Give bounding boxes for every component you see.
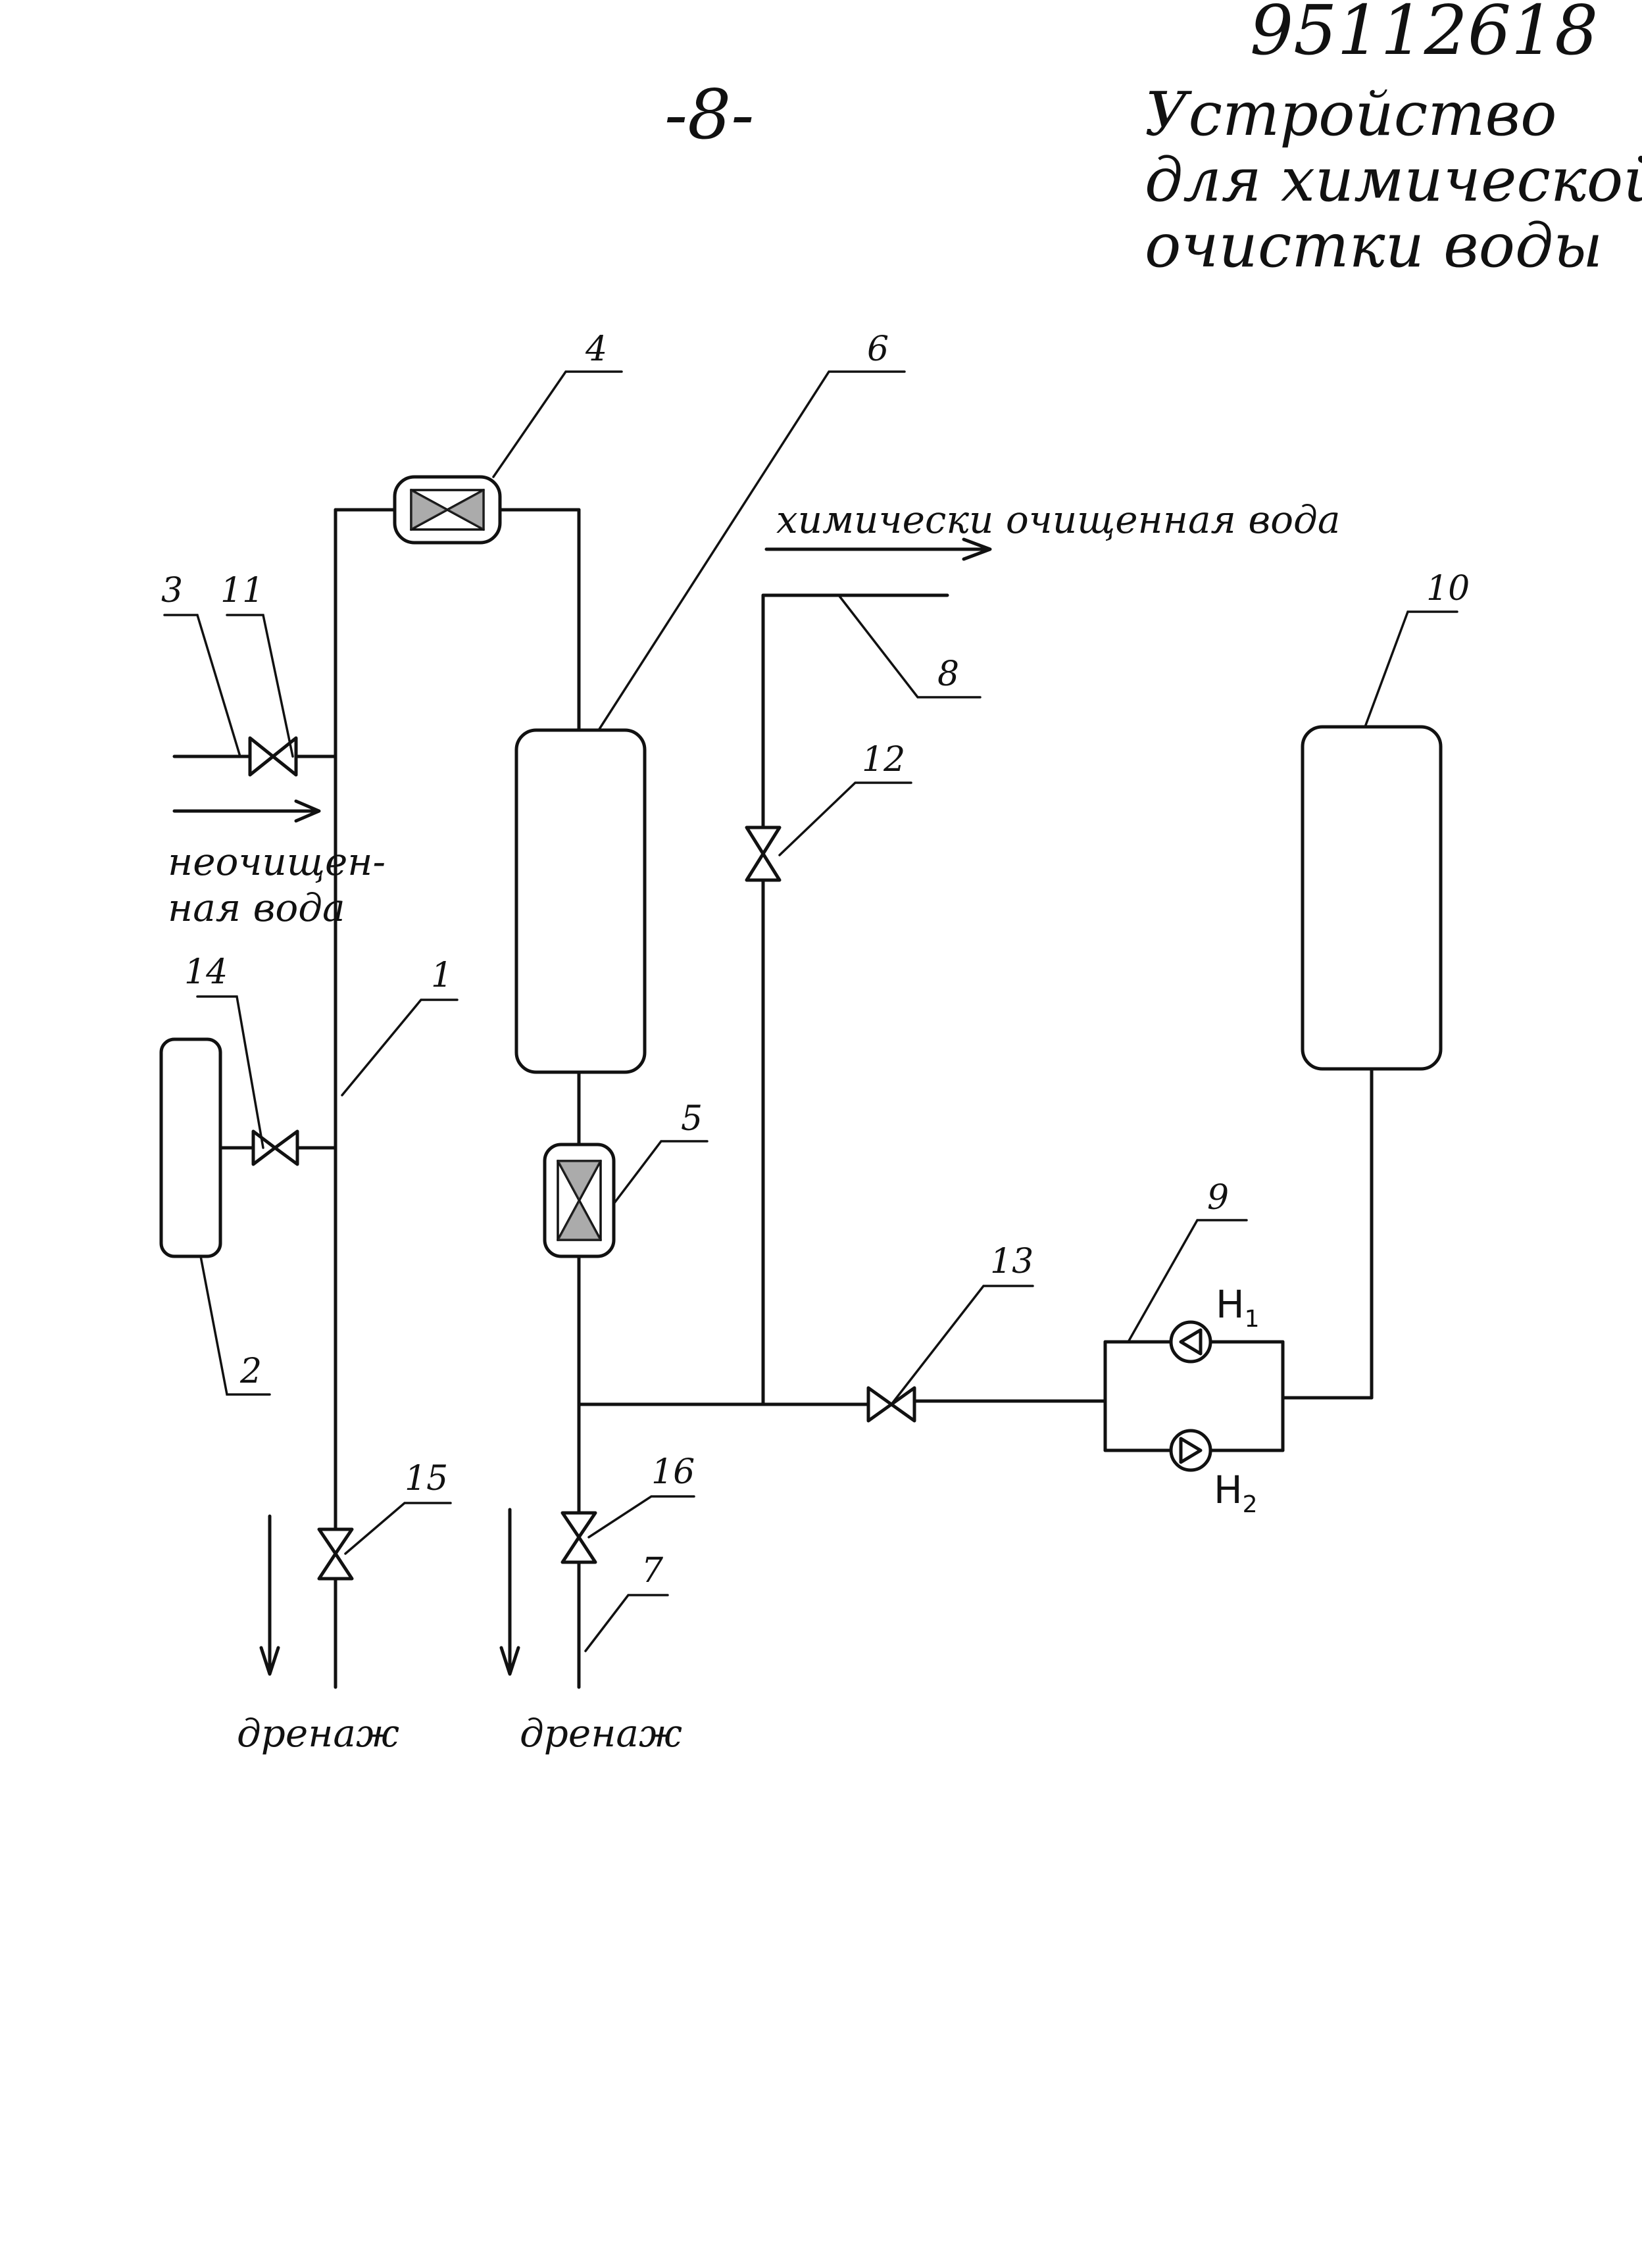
column-6 <box>516 730 645 1072</box>
callout-4: 4 <box>585 330 607 369</box>
filter-4 <box>395 477 500 543</box>
valve-12 <box>747 827 780 880</box>
title-line-3: очистки воды <box>1145 210 1603 281</box>
raw-water-label-line-2: ная вода <box>168 885 345 930</box>
callout-3: 3 <box>161 571 183 610</box>
callout-2: 2 <box>239 1352 262 1391</box>
callout-5: 5 <box>681 1099 703 1139</box>
valve-16 <box>562 1513 595 1562</box>
callout-1: 1 <box>431 956 453 995</box>
pump-h2 <box>1171 1431 1210 1470</box>
drain-right-arrow <box>501 1510 518 1674</box>
callout-15: 15 <box>405 1459 448 1498</box>
raw-water-arrow <box>174 801 319 821</box>
pump-h1-label: H1 <box>1216 1282 1260 1333</box>
clean-water-label: химически очищенная вода <box>776 497 1340 542</box>
callout-14: 14 <box>184 952 228 992</box>
callout-13: 13 <box>990 1242 1033 1281</box>
tank-10 <box>1303 727 1441 1069</box>
title-line-1: Устройство <box>1145 79 1556 149</box>
raw-water-label-line-1: неочищен- <box>168 839 386 884</box>
filter-5 <box>545 1145 614 1256</box>
drain-right-label: дренаж <box>520 1711 682 1756</box>
drain-left-arrow <box>261 1516 278 1674</box>
valve-14 <box>253 1131 297 1164</box>
pump-group-9 <box>1105 1342 1283 1450</box>
page-number: -8- <box>664 74 754 155</box>
callout-11: 11 <box>220 571 264 610</box>
callout-16: 16 <box>651 1452 695 1492</box>
leader-lines <box>164 372 1457 1651</box>
callout-6: 6 <box>867 330 889 369</box>
callout-8: 8 <box>937 654 959 694</box>
vessel-2 <box>161 1039 220 1256</box>
pump-h2-label: H2 <box>1214 1467 1258 1518</box>
callout-10: 10 <box>1426 569 1470 608</box>
title-line-2: для химической <box>1145 145 1642 215</box>
callout-7: 7 <box>641 1551 664 1590</box>
pump-h1 <box>1171 1322 1210 1362</box>
drain-left-label: дренаж <box>237 1711 399 1756</box>
callout-12: 12 <box>862 740 905 779</box>
callout-9: 9 <box>1207 1178 1229 1218</box>
valve-15 <box>319 1529 352 1579</box>
document-number: 95112618 <box>1250 0 1598 70</box>
clean-water-arrow <box>766 539 990 559</box>
